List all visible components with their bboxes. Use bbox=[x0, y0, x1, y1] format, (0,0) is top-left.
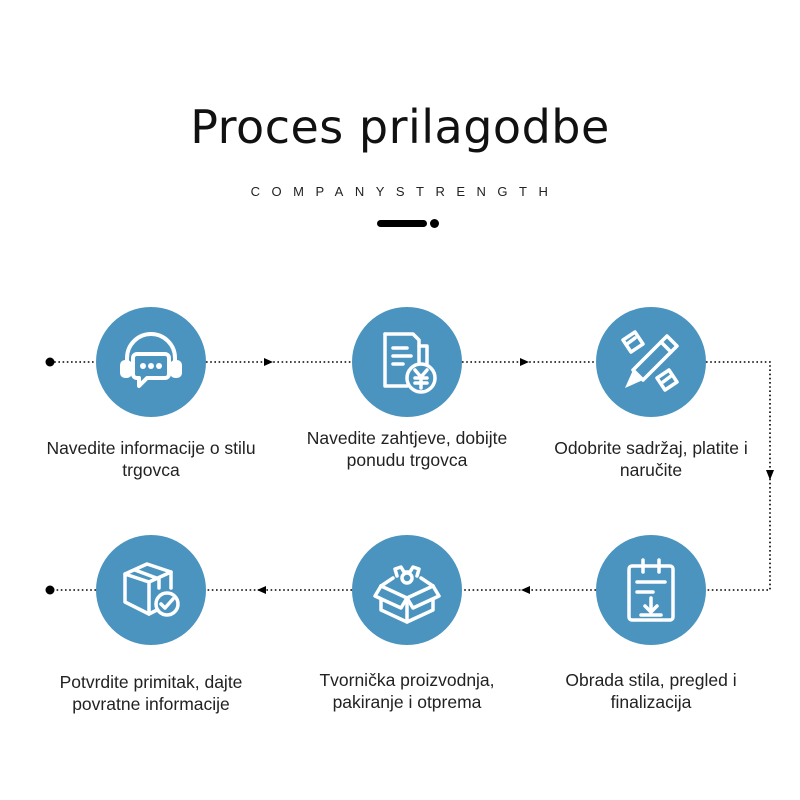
headset-chat-icon bbox=[120, 332, 182, 388]
underline-bar bbox=[377, 220, 427, 227]
underline-dot bbox=[430, 219, 439, 228]
step-4-label: Obrada stila, pregled i finalizacija bbox=[565, 670, 737, 712]
step-2-label: Navedite zahtjeve, dobijte ponudu trgovc… bbox=[306, 428, 508, 470]
flow-end-dot bbox=[45, 585, 55, 595]
arrowhead-left-2 bbox=[257, 586, 266, 594]
page-title: Proces prilagodbe bbox=[190, 100, 610, 154]
title-underline-decoration bbox=[377, 219, 441, 229]
step-5-circle bbox=[352, 535, 462, 645]
step-2-circle bbox=[352, 307, 462, 417]
arrowhead-right-2 bbox=[520, 358, 529, 366]
step-3-circle bbox=[596, 307, 706, 417]
pencil-edit-icon bbox=[621, 330, 679, 392]
clipboard-download-icon bbox=[627, 558, 675, 622]
step-4-circle bbox=[596, 535, 706, 645]
open-box-gear-icon bbox=[373, 565, 441, 624]
step-6-circle bbox=[96, 535, 206, 645]
flow-start-dot bbox=[45, 357, 55, 367]
arrowhead-left-1 bbox=[521, 586, 530, 594]
step-3-label: Odobrite sadržaj, platite i naručite bbox=[554, 438, 748, 480]
step-1-circle bbox=[96, 307, 206, 417]
arrowhead-down bbox=[766, 470, 774, 480]
step-5-label: Tvornička proizvodnja, pakiranje i otpre… bbox=[319, 670, 495, 712]
page-subtitle: COMPANYSTRENGTH bbox=[250, 184, 560, 199]
arrowhead-right-1 bbox=[264, 358, 273, 366]
step-6-label: Potvrdite primitak, dajte povratne infor… bbox=[59, 672, 243, 714]
box-check-icon bbox=[123, 562, 180, 617]
document-yuan-icon bbox=[383, 332, 437, 394]
step-1-label: Navedite informacije o stilu trgovca bbox=[46, 438, 256, 480]
